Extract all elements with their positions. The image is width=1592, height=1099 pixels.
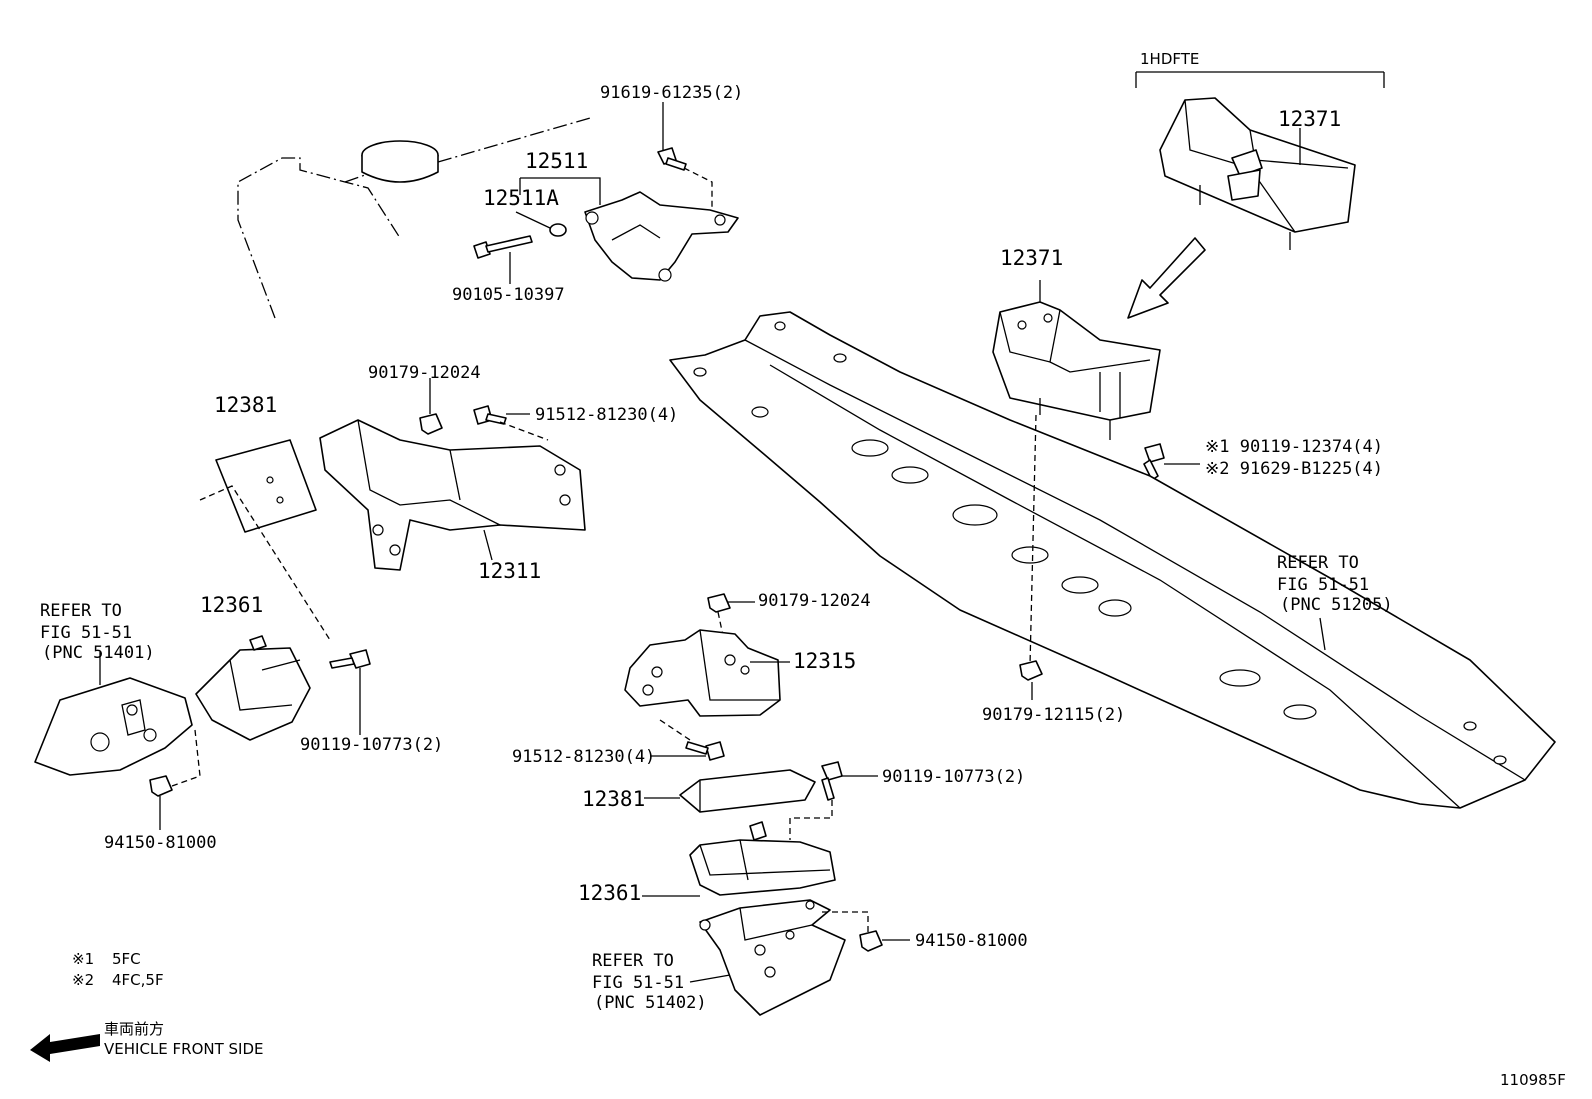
bolt-90105-10397[interactable] bbox=[473, 235, 533, 259]
label-12315[interactable]: 12315 bbox=[793, 649, 856, 673]
ref-left-line3: (PNC 51401) bbox=[42, 643, 155, 663]
ref-bottom-line2: FIG 51-51 bbox=[592, 973, 684, 993]
engine-mount-insulator-12361-right[interactable] bbox=[689, 821, 836, 896]
label-12511a[interactable]: 12511A bbox=[483, 186, 559, 210]
label-12511[interactable]: 12511 bbox=[525, 149, 588, 173]
note-2-mark: ※2 bbox=[72, 971, 94, 989]
insulator-12381-lower[interactable] bbox=[679, 769, 816, 813]
direction-label-en: VEHICLE FRONT SIDE bbox=[104, 1040, 264, 1058]
ref-bottom-line1: REFER TO bbox=[592, 951, 674, 971]
label-12361-lower[interactable]: 12361 bbox=[578, 881, 641, 905]
label-91629-b1225[interactable]: ※2 91629-B1225(4) bbox=[1205, 459, 1383, 479]
label-90105-10397[interactable]: 90105-10397 bbox=[452, 285, 565, 305]
label-94150-81000-left[interactable]: 94150-81000 bbox=[104, 833, 217, 853]
nut-94150-81000-lower[interactable] bbox=[859, 930, 883, 952]
nut-90179-12024-upper[interactable] bbox=[419, 413, 443, 435]
engine-block-outline bbox=[237, 117, 591, 319]
note-2-text: 4FC,5F bbox=[112, 971, 164, 989]
engine-mount-12371[interactable] bbox=[992, 301, 1161, 440]
engine-mounting-bracket-12315[interactable] bbox=[624, 629, 781, 717]
ref-right-line2: FIG 51-51 bbox=[1277, 575, 1369, 595]
engine-variant-label: 1HDFTE bbox=[1140, 50, 1199, 68]
label-91619-61235[interactable]: 91619-61235(2) bbox=[600, 83, 743, 103]
frame-bracket-lower bbox=[699, 899, 846, 1016]
label-12371[interactable]: 12371 bbox=[1000, 246, 1063, 270]
label-12381-lower[interactable]: 12381 bbox=[582, 787, 645, 811]
ref-bottom-line3: (PNC 51402) bbox=[594, 993, 707, 1013]
insulator-12381-upper[interactable] bbox=[215, 439, 317, 533]
label-12381-upper[interactable]: 12381 bbox=[214, 393, 277, 417]
frame-crossmember bbox=[669, 311, 1556, 809]
label-12361-left[interactable]: 12361 bbox=[200, 593, 263, 617]
label-12311[interactable]: 12311 bbox=[478, 559, 541, 583]
label-91512-81230-upper[interactable]: 91512-81230(4) bbox=[535, 405, 678, 425]
ref-left-line2: FIG 51-51 bbox=[40, 623, 132, 643]
ref-right-line1: REFER TO bbox=[1277, 553, 1359, 573]
label-90119-12374[interactable]: ※1 90119-12374(4) bbox=[1205, 437, 1383, 457]
label-91512-81230-lower[interactable]: 91512-81230(4) bbox=[512, 747, 655, 767]
bolt-90119-10773-lower[interactable] bbox=[821, 761, 843, 801]
label-90179-12115[interactable]: 90179-12115(2) bbox=[982, 705, 1125, 725]
note-1-text: 5FC bbox=[112, 950, 141, 968]
ref-right-line3: (PNC 51205) bbox=[1280, 595, 1393, 615]
frame-bracket-left bbox=[34, 677, 193, 776]
label-94150-81000-lower[interactable]: 94150-81000 bbox=[915, 931, 1028, 951]
label-90179-12024-lower[interactable]: 90179-12024 bbox=[758, 591, 871, 611]
engine-mounting-bracket-12511[interactable] bbox=[584, 191, 739, 282]
collar-12511a[interactable] bbox=[549, 223, 567, 237]
ref-left-line1: REFER TO bbox=[40, 601, 122, 621]
engine-mount-insulator-12361-left[interactable] bbox=[195, 635, 311, 741]
nut-90179-12115[interactable] bbox=[1019, 660, 1043, 681]
bolt-91512-81230-upper[interactable] bbox=[473, 405, 507, 425]
label-12371-1hdfte[interactable]: 12371 bbox=[1278, 107, 1341, 131]
bolt-90119-10773-left[interactable] bbox=[329, 649, 371, 669]
figure-code: 110985F bbox=[1500, 1071, 1566, 1089]
bolt-91512-81230-lower[interactable] bbox=[685, 741, 725, 761]
note-1-mark: ※1 bbox=[72, 950, 94, 968]
label-90179-12024-upper[interactable]: 90179-12024 bbox=[368, 363, 481, 383]
direction-label-jp: 車両前方 bbox=[104, 1020, 164, 1038]
engine-mount-12371-1hdfte[interactable] bbox=[1159, 97, 1356, 250]
bolt-91619-61235[interactable] bbox=[657, 147, 687, 171]
nut-94150-81000-left[interactable] bbox=[149, 775, 173, 797]
nut-90179-12024-lower[interactable] bbox=[707, 593, 731, 613]
detail-arrow bbox=[1127, 237, 1206, 319]
label-90119-10773-lower[interactable]: 90119-10773(2) bbox=[882, 767, 1025, 787]
engine-mounting-bracket-12311[interactable] bbox=[319, 419, 586, 571]
label-90119-10773-left[interactable]: 90119-10773(2) bbox=[300, 735, 443, 755]
vehicle-front-arrow-icon bbox=[30, 1034, 100, 1062]
